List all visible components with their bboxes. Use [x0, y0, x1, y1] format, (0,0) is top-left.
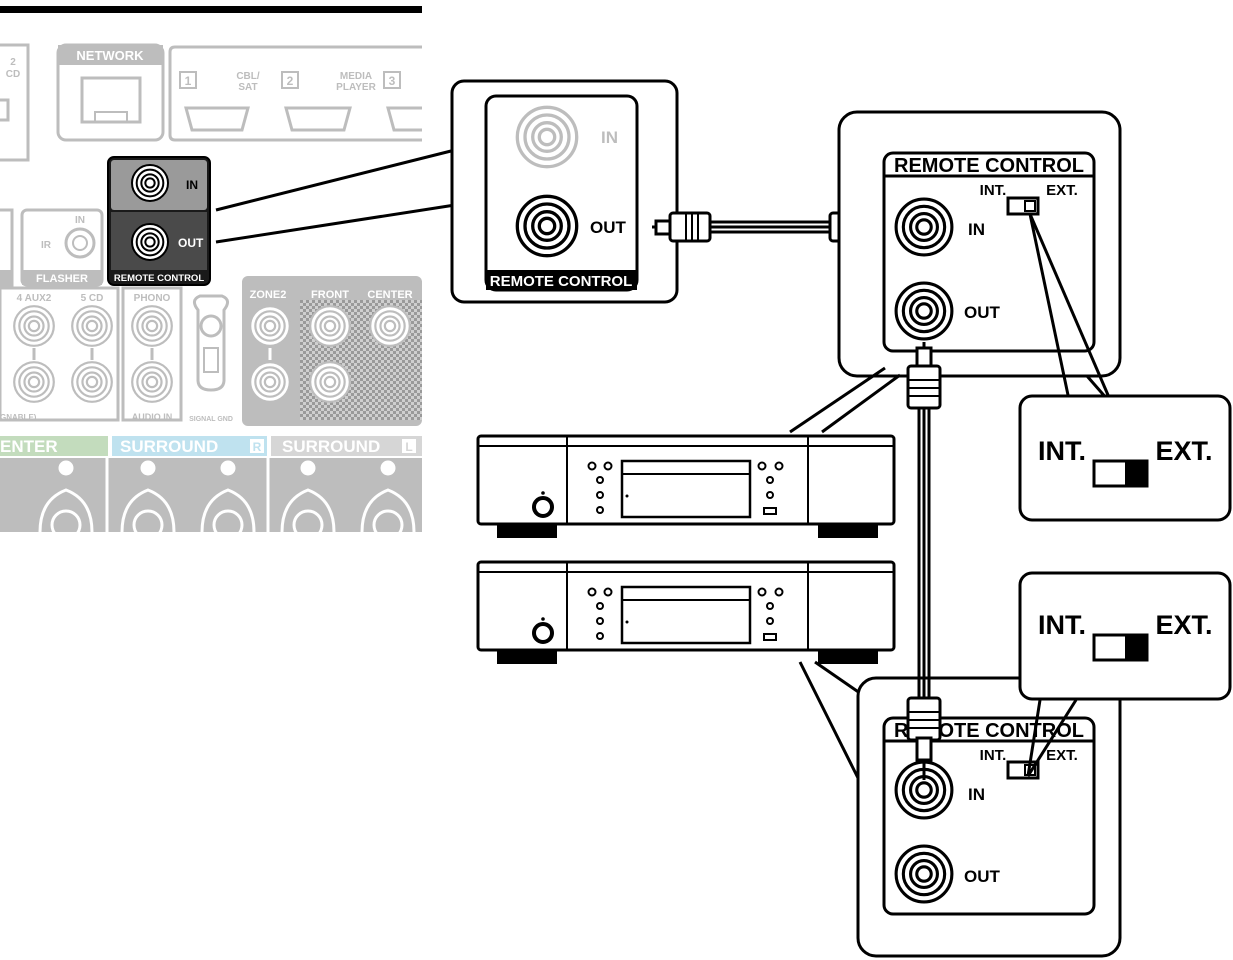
speaker-surround-l-badge: L [405, 440, 412, 454]
callout-top-ext-label: EXT. [1155, 436, 1212, 466]
network-label: NETWORK [76, 48, 144, 63]
front-label: FRONT [311, 289, 349, 301]
callout-bottom-int-label: INT. [1038, 610, 1086, 640]
device-top-out-jack[interactable] [894, 281, 954, 341]
device-bottom-int-label: INT. [980, 747, 1007, 764]
device-top-remote-title: REMOTE CONTROL [894, 155, 1084, 177]
zoom-out-label: OUT [590, 218, 627, 237]
phono-box [121, 286, 183, 422]
rca-cable-device-chain [906, 342, 942, 780]
receiver-remote-control-jacks: IN OUT REMOTE CONTROL [107, 156, 211, 286]
panel-top-edge [0, 6, 422, 13]
hdmi-port-2 [284, 106, 352, 132]
signal-gnd-terminal [193, 294, 229, 392]
assignable-label: GNABLE) [0, 413, 37, 422]
receiver-remote-in-label: IN [186, 178, 198, 192]
hdmi-box [168, 45, 422, 142]
zoom-in-jack [515, 105, 579, 169]
hdmi-1-number: 1 [185, 74, 192, 88]
flasher-ir-label: IR [41, 240, 52, 251]
receiver-remote-in-jack[interactable] [131, 164, 169, 202]
speaker-surround-r-label: SURROUND [120, 437, 218, 456]
cd-label: CD [6, 69, 20, 80]
hdmi-2-label-l2: PLAYER [336, 82, 376, 93]
speaker-surround-l-label: SURROUND [282, 437, 380, 456]
switch-callout-top: INT. EXT. [1018, 394, 1232, 522]
device-top-remote-panel: REMOTE CONTROL INT. EXT. IN OUT [837, 110, 1122, 396]
flasher-jack [64, 227, 96, 259]
audio-in-label: AUDIO IN [132, 412, 173, 422]
hdmi-2-number: 2 [287, 74, 294, 88]
switch-callout-bottom: INT. EXT. [1018, 571, 1232, 701]
flasher-label: FLASHER [36, 273, 88, 285]
receiver-remote-out-label: OUT [178, 236, 204, 250]
signal-gnd-label: SIGNAL GND [189, 416, 233, 423]
zone2-label: ZONE2 [250, 289, 287, 301]
device-bottom-out-label: OUT [964, 867, 1001, 886]
receiver-rear-panel: 2 CD NETWORK 1 CBL/ SAT 2 MEDIA PLAYER 3… [0, 6, 422, 541]
cd-top-number: 2 [10, 57, 16, 68]
device-top-int-label: INT. [980, 182, 1007, 199]
hdmi-3-number: 3 [389, 74, 396, 88]
device-top-in-jack[interactable] [894, 197, 954, 257]
device-top-in-label: IN [968, 220, 985, 239]
device-bottom-remote-panel: REMOTE CONTROL INT. EXT. IN OUT [856, 676, 1122, 958]
receiver-remote-control-label: REMOTE CONTROL [114, 273, 204, 284]
device-top-ext-label: EXT. [1046, 182, 1078, 199]
device-1 [476, 434, 896, 538]
hdmi-1-label-l2: SAT [238, 82, 257, 93]
hdmi-port-3 [386, 106, 422, 132]
zoom-out-jack[interactable] [515, 194, 579, 258]
speaker-surround-r-badge: R [253, 440, 262, 454]
ethernet-port [80, 76, 142, 124]
zoom-remote-control-label: REMOTE CONTROL [490, 273, 633, 290]
zoom-in-label: IN [601, 128, 618, 147]
flasher-in-label: IN [75, 215, 85, 226]
cd5-label: 5 CD [81, 293, 104, 304]
hdmi-1-label-l1: CBL/ [236, 71, 260, 82]
device-bottom-in-label: IN [968, 785, 985, 804]
aux2-label: 4 AUX2 [17, 293, 52, 304]
callout-bottom-ext-label: EXT. [1155, 610, 1212, 640]
hdmi-2-label-l1: MEDIA [340, 71, 372, 82]
device-bottom-ext-label: EXT. [1046, 747, 1078, 764]
receiver-remote-out-jack[interactable] [131, 223, 169, 261]
device-2 [476, 560, 896, 664]
device-bottom-out-jack[interactable] [894, 844, 954, 904]
phono-label: PHONO [134, 293, 171, 304]
center-preout-label: CENTER [367, 289, 412, 301]
receiver-remote-zoom: IN OUT REMOTE CONTROL [450, 79, 679, 304]
device-top-out-label: OUT [964, 303, 1001, 322]
speaker-center-label: ENTER [0, 437, 58, 456]
callout-top-int-label: INT. [1038, 436, 1086, 466]
hdmi-port-1 [184, 106, 250, 132]
